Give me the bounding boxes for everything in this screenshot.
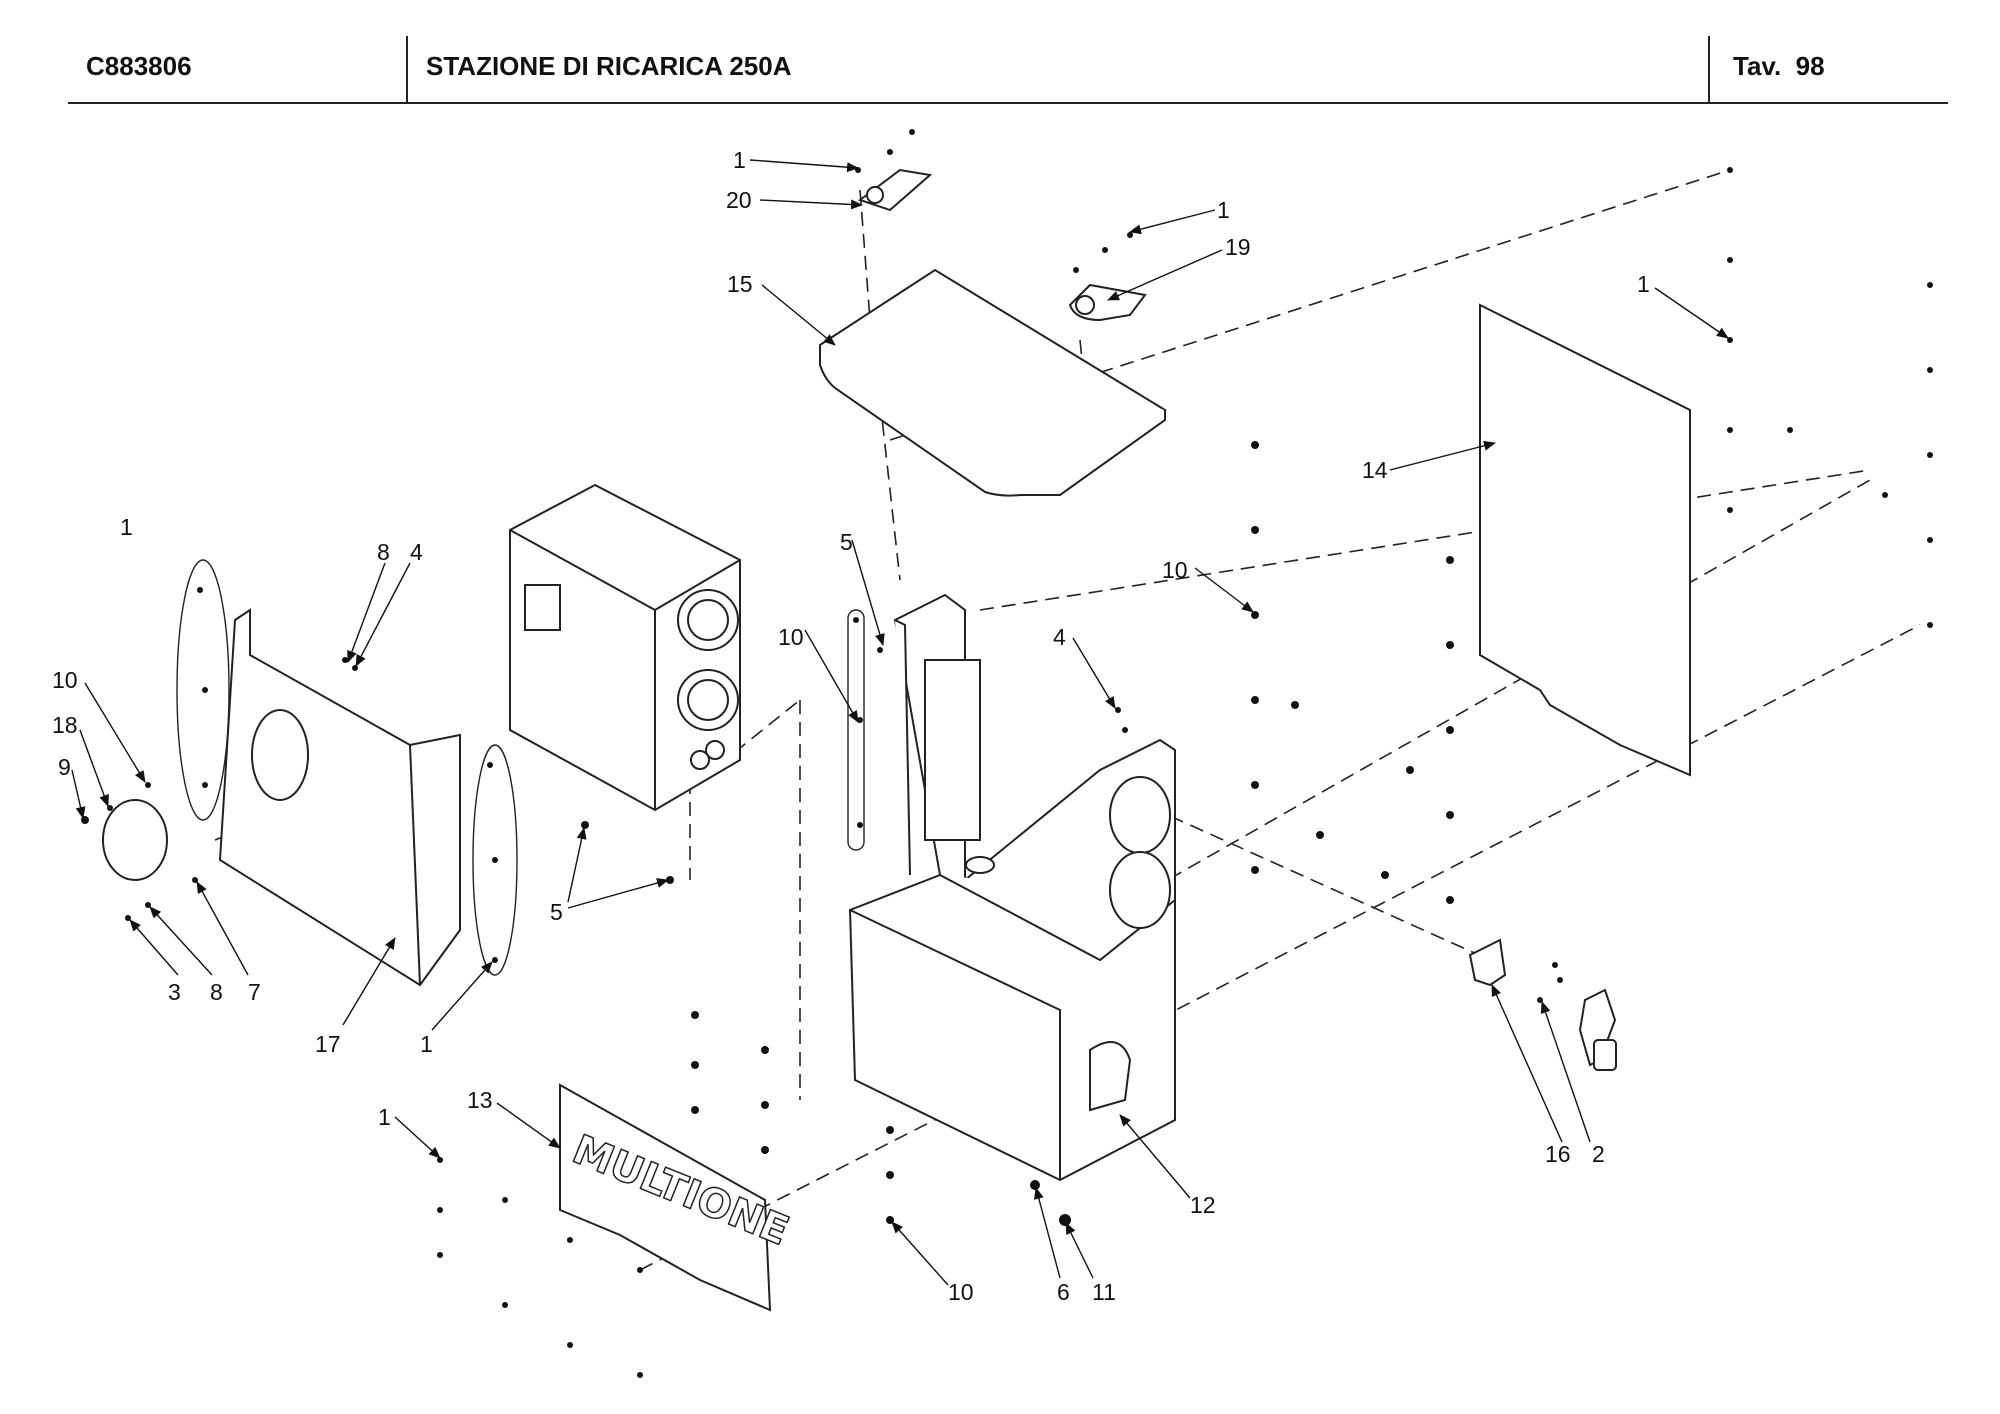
part-15-top-shelf xyxy=(818,268,1167,497)
callout: 1 xyxy=(420,1031,433,1057)
callout: 8 xyxy=(210,979,223,1005)
callout: 17 xyxy=(315,1031,341,1057)
header-divider xyxy=(1708,36,1710,102)
callout: 7 xyxy=(248,979,261,1005)
callout: 10 xyxy=(778,624,804,650)
leader-lines xyxy=(71,159,1729,1286)
fan-cover-plate xyxy=(102,799,168,881)
callout: 11 xyxy=(1092,1279,1116,1305)
part-14-back-panel xyxy=(1479,303,1691,777)
title-block: C883806 STAZIONE DI RICARICA 250A Tav. 9… xyxy=(68,30,1948,104)
callout: 10 xyxy=(948,1279,974,1305)
callout: 9 xyxy=(58,754,71,780)
socket-connector xyxy=(1578,988,1617,1071)
callout: 15 xyxy=(727,271,753,297)
part-19-bracket xyxy=(1068,283,1147,322)
callout: 1 xyxy=(733,147,746,173)
callout-labels: 1 20 15 1 19 1 14 1 8 4 10 18 9 3 8 7 17… xyxy=(52,147,1650,1305)
callout: 1 xyxy=(1637,271,1650,297)
part-17-side-cover xyxy=(218,608,461,987)
callout: 10 xyxy=(1162,557,1188,583)
header-divider xyxy=(406,36,408,102)
callout: 10 xyxy=(52,667,78,693)
callout: 14 xyxy=(1362,457,1388,483)
callout: 1 xyxy=(120,514,133,540)
callout: 18 xyxy=(52,712,78,738)
callout: 12 xyxy=(1190,1192,1216,1218)
callout: 19 xyxy=(1225,234,1251,260)
part-16-bracket xyxy=(1468,938,1507,987)
callout: 13 xyxy=(467,1087,493,1113)
table-number: Tav. 98 xyxy=(1733,30,1825,102)
callout: 5 xyxy=(840,529,853,555)
callout: 8 xyxy=(377,539,390,565)
callout: 1 xyxy=(1217,197,1230,223)
screws-and-fasteners xyxy=(81,129,1933,1378)
table-value: 98 xyxy=(1795,50,1825,81)
callout: 5 xyxy=(550,899,563,925)
part-13-logo-plate: MULTIONE xyxy=(559,1083,796,1312)
callout: 1 xyxy=(378,1104,391,1130)
charger-unit xyxy=(509,483,741,812)
callout: 4 xyxy=(1053,624,1066,650)
part-20-bracket xyxy=(857,168,933,212)
oval-groupings xyxy=(176,559,865,976)
drawing-title: STAZIONE DI RICARICA 250A xyxy=(426,50,792,81)
drawing-code: C883806 xyxy=(86,50,192,81)
callout: 6 xyxy=(1057,1279,1070,1305)
callout: 3 xyxy=(168,979,181,1005)
callout: 16 xyxy=(1545,1141,1571,1167)
callout: 20 xyxy=(726,187,752,213)
part-12-frame xyxy=(848,593,1176,1182)
callout: 2 xyxy=(1592,1141,1605,1167)
callout: 4 xyxy=(410,539,423,565)
table-label: Tav. xyxy=(1733,50,1782,81)
